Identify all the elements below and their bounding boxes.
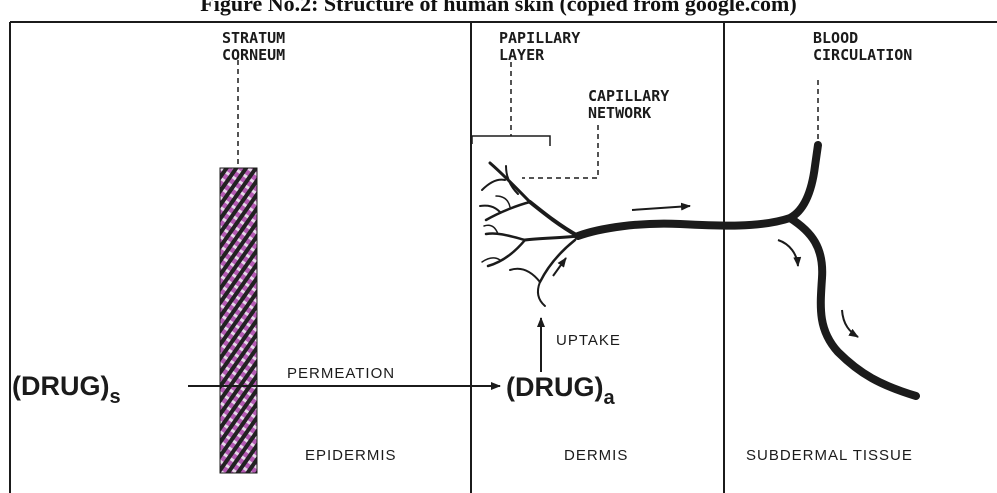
papillary-bracket <box>472 136 550 146</box>
label-capillary: CAPILLARY <box>588 87 669 105</box>
drug-s-label: (DRUG)s <box>12 371 121 408</box>
label-uptake: UPTAKE <box>556 332 621 349</box>
flow-arrow-curve-2 <box>842 310 858 337</box>
label-papillary: PAPILLARY <box>499 29 580 47</box>
label-dermis: DERMIS <box>564 447 628 464</box>
blood-vessel-descending <box>790 218 916 396</box>
drug-a-label: (DRUG)a <box>506 372 615 409</box>
label-layer: LAYER <box>499 46 545 64</box>
label-corneum: CORNEUM <box>222 46 285 64</box>
capillary-tree <box>480 163 578 306</box>
label-epidermis: EPIDERMIS <box>305 447 397 464</box>
label-blood: BLOOD <box>813 29 858 47</box>
label-circulation: CIRCULATION <box>813 46 912 64</box>
blood-vessel-main <box>578 145 818 236</box>
flow-arrow-right <box>632 206 690 210</box>
label-permeation: PERMEATION <box>287 365 395 382</box>
label-stratum: STRATUM <box>222 29 285 47</box>
stratum-corneum-band <box>220 168 257 473</box>
label-subdermal-tissue: SUBDERMAL TISSUE <box>746 447 913 464</box>
label-network: NETWORK <box>588 104 651 122</box>
capillary-leader <box>522 125 598 178</box>
flow-arrow-curve-1 <box>778 240 798 266</box>
